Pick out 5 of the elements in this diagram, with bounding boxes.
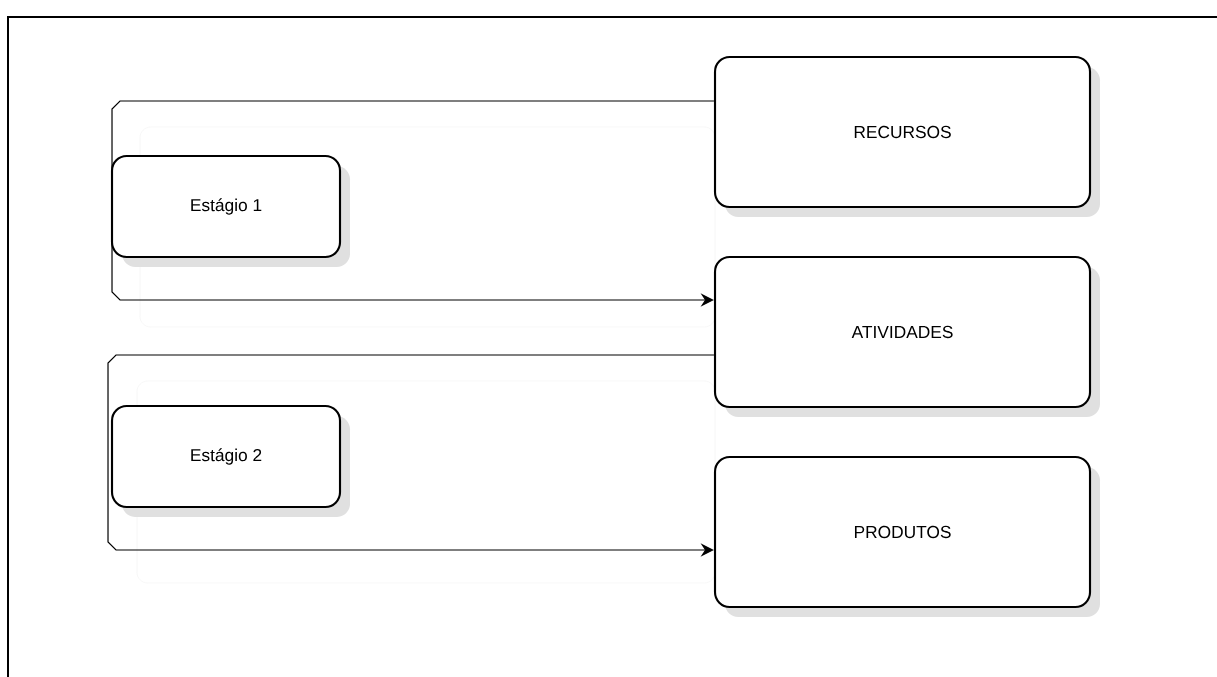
process-box: PRODUTOS [713,455,1100,617]
process-box: Estágio 1 [110,154,350,267]
process-box: Estágio 2 [110,404,350,517]
process-box: RECURSOS [713,55,1100,217]
process-box: ATIVIDADES [713,255,1100,417]
